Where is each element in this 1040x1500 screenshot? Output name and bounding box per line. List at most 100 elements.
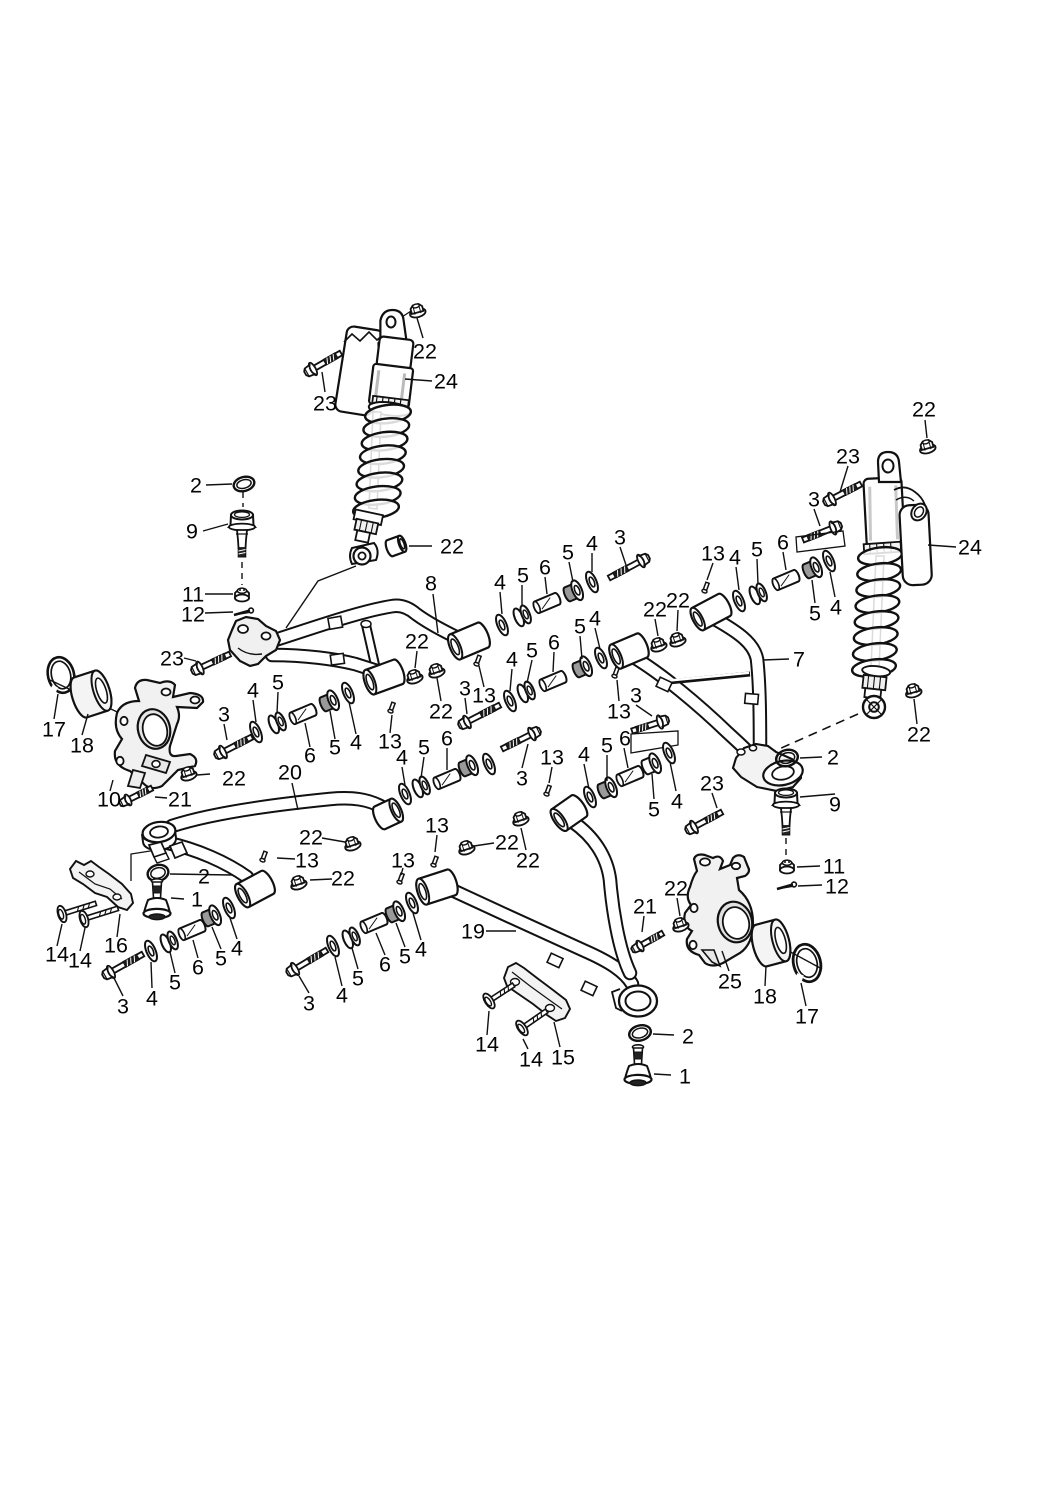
svg-text:22: 22 <box>429 700 453 724</box>
svg-text:20: 20 <box>278 761 302 785</box>
svg-text:5: 5 <box>601 734 613 758</box>
svg-text:6: 6 <box>777 531 789 555</box>
svg-text:6: 6 <box>619 727 631 751</box>
svg-text:6: 6 <box>539 556 551 580</box>
svg-text:4: 4 <box>247 679 259 703</box>
svg-text:4: 4 <box>729 546 741 570</box>
svg-text:5: 5 <box>648 798 660 822</box>
svg-text:6: 6 <box>441 727 453 751</box>
svg-text:6: 6 <box>548 631 560 655</box>
svg-text:1: 1 <box>679 1065 691 1089</box>
svg-text:22: 22 <box>516 849 540 873</box>
svg-text:21: 21 <box>633 895 657 919</box>
svg-text:5: 5 <box>215 947 227 971</box>
svg-text:23: 23 <box>313 392 337 416</box>
svg-text:22: 22 <box>643 598 667 622</box>
svg-text:4: 4 <box>350 731 362 755</box>
svg-text:4: 4 <box>671 790 683 814</box>
svg-text:14: 14 <box>475 1033 499 1057</box>
svg-text:5: 5 <box>809 602 821 626</box>
svg-text:5: 5 <box>751 538 763 562</box>
svg-text:8: 8 <box>425 572 437 596</box>
svg-text:4: 4 <box>396 746 408 770</box>
svg-text:13: 13 <box>540 746 564 770</box>
svg-text:4: 4 <box>589 607 601 631</box>
svg-text:4: 4 <box>830 596 842 620</box>
svg-text:19: 19 <box>461 920 485 944</box>
svg-text:13: 13 <box>472 684 496 708</box>
svg-text:23: 23 <box>836 445 860 469</box>
svg-text:3: 3 <box>808 488 820 512</box>
svg-text:18: 18 <box>70 734 94 758</box>
svg-text:5: 5 <box>169 971 181 995</box>
svg-text:13: 13 <box>391 849 415 873</box>
svg-text:3: 3 <box>630 684 642 708</box>
svg-text:12: 12 <box>181 603 205 627</box>
svg-text:4: 4 <box>336 984 348 1008</box>
svg-text:2: 2 <box>190 474 202 498</box>
svg-text:5: 5 <box>329 736 341 760</box>
svg-text:6: 6 <box>379 953 391 977</box>
svg-text:3: 3 <box>117 995 129 1019</box>
svg-text:14: 14 <box>45 943 69 967</box>
svg-text:13: 13 <box>378 730 402 754</box>
svg-text:14: 14 <box>519 1048 543 1072</box>
svg-text:1: 1 <box>191 888 203 912</box>
svg-text:14: 14 <box>68 949 92 973</box>
svg-text:13: 13 <box>295 849 319 873</box>
svg-text:22: 22 <box>440 535 464 559</box>
svg-text:22: 22 <box>299 826 323 850</box>
svg-text:4: 4 <box>415 938 427 962</box>
svg-text:13: 13 <box>425 814 449 838</box>
svg-text:22: 22 <box>666 589 690 613</box>
svg-text:22: 22 <box>907 723 931 747</box>
svg-text:17: 17 <box>42 718 66 742</box>
svg-text:4: 4 <box>494 571 506 595</box>
svg-text:3: 3 <box>218 703 230 727</box>
svg-text:11: 11 <box>182 583 204 607</box>
svg-text:3: 3 <box>303 992 315 1016</box>
svg-text:5: 5 <box>352 967 364 991</box>
svg-text:9: 9 <box>186 520 198 544</box>
svg-text:4: 4 <box>578 743 590 767</box>
svg-text:16: 16 <box>104 934 128 958</box>
svg-text:5: 5 <box>526 639 538 663</box>
svg-text:2: 2 <box>682 1025 694 1049</box>
svg-text:22: 22 <box>413 340 437 364</box>
svg-text:10: 10 <box>97 788 121 812</box>
svg-text:12: 12 <box>825 875 849 899</box>
svg-text:3: 3 <box>516 767 528 791</box>
svg-text:15: 15 <box>551 1046 575 1070</box>
svg-text:5: 5 <box>517 564 529 588</box>
svg-text:22: 22 <box>405 630 429 654</box>
svg-text:9: 9 <box>829 793 841 817</box>
svg-text:5: 5 <box>418 736 430 760</box>
svg-text:5: 5 <box>272 671 284 695</box>
svg-text:21: 21 <box>168 788 192 812</box>
svg-text:25: 25 <box>718 970 742 994</box>
svg-text:17: 17 <box>795 1005 819 1029</box>
svg-text:6: 6 <box>304 744 316 768</box>
svg-text:4: 4 <box>586 532 598 556</box>
svg-text:2: 2 <box>827 746 839 770</box>
svg-text:4: 4 <box>231 937 243 961</box>
svg-text:22: 22 <box>331 867 355 891</box>
svg-text:22: 22 <box>912 398 936 422</box>
svg-text:24: 24 <box>434 370 458 394</box>
svg-text:3: 3 <box>459 677 471 701</box>
svg-text:6: 6 <box>192 956 204 980</box>
svg-text:3: 3 <box>614 526 626 550</box>
svg-text:13: 13 <box>607 700 631 724</box>
svg-text:23: 23 <box>700 772 724 796</box>
svg-text:5: 5 <box>574 615 586 639</box>
svg-text:5: 5 <box>562 541 574 565</box>
svg-text:4: 4 <box>146 987 158 1011</box>
svg-text:22: 22 <box>495 831 519 855</box>
svg-text:22: 22 <box>664 877 688 901</box>
svg-text:2: 2 <box>198 865 210 889</box>
svg-text:18: 18 <box>753 985 777 1009</box>
svg-text:22: 22 <box>222 767 246 791</box>
svg-text:24: 24 <box>958 536 982 560</box>
svg-text:4: 4 <box>506 648 518 672</box>
svg-text:7: 7 <box>793 648 805 672</box>
